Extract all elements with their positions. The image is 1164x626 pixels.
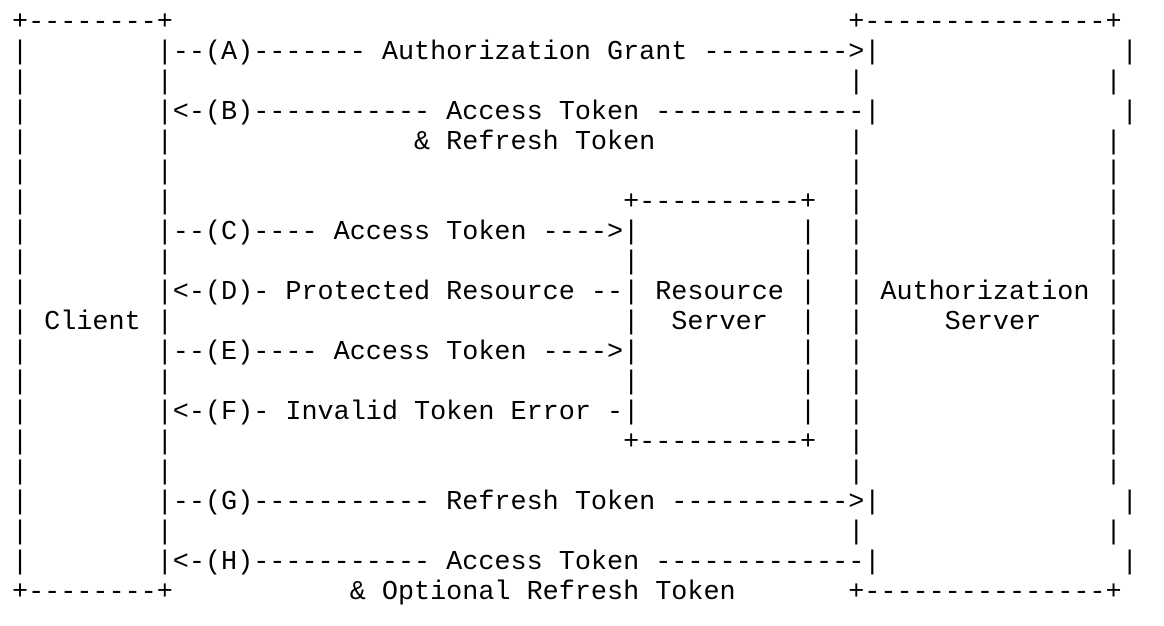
spacer-line: | | | | | | <box>12 248 1122 278</box>
spacer-line: | | | | <box>12 158 1122 188</box>
flow-b-access-token: | |<-(B)----------- Access Token -------… <box>12 98 1138 128</box>
flow-h-access-token: | |<-(H)----------- Access Token -------… <box>12 548 1138 578</box>
spacer-line: | | | | <box>12 458 1122 488</box>
flow-g-refresh-token: | |--(G)----------- Refresh Token ------… <box>12 488 1138 518</box>
flow-d-protected-resource: | |<-(D)- Protected Resource --| Resourc… <box>12 278 1122 308</box>
spacer-line: | | | | <box>12 68 1122 98</box>
client-and-authorization-server-top-border: +--------+ +---------------+ <box>12 8 1122 38</box>
oauth-refresh-token-flow-diagram: +--------+ +---------------+| |--(A)----… <box>12 8 1138 608</box>
spacer-line: | | | | | | <box>12 368 1122 398</box>
client-and-authorization-server-bottom-border: +--------+ & Optional Refresh Token +---… <box>12 578 1122 608</box>
flow-b-refresh-token-label: | | & Refresh Token | | <box>12 128 1122 158</box>
flow-f-invalid-token-error: | |<-(F)- Invalid Token Error -| | | | <box>12 398 1122 428</box>
flow-e-access-token: | |--(E)---- Access Token ---->| | | | <box>12 338 1122 368</box>
client-and-server-labels: | Client | | Server | | Server | <box>12 308 1122 338</box>
flow-a-authorization-grant: | |--(A)------- Authorization Grant ----… <box>12 38 1138 68</box>
spacer-line: | | | | <box>12 518 1122 548</box>
resource-server-top-border: | | +----------+ | | <box>12 188 1122 218</box>
resource-server-bottom-border: | | +----------+ | | <box>12 428 1122 458</box>
flow-c-access-token: | |--(C)---- Access Token ---->| | | | <box>12 218 1122 248</box>
